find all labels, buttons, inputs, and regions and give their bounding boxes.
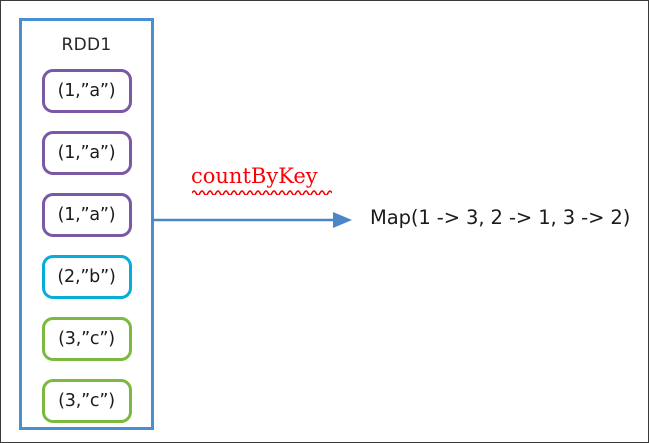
rdd-item-label: (1,”a”) [57, 205, 116, 225]
operation-label: countByKey [191, 164, 318, 188]
rdd1-container: RDD1 (1,”a”) (1,”a”) (1,”a”) (2,”b”) (3,… [19, 18, 154, 430]
rdd1-item-list: (1,”a”) (1,”a”) (1,”a”) (2,”b”) (3,”c”) … [22, 69, 151, 441]
rdd-item-label: (1,”a”) [57, 143, 116, 163]
rdd-item-label: (3,”c”) [58, 329, 115, 349]
rdd-item-label: (1,”a”) [57, 81, 116, 101]
transformation-arrow [151, 212, 352, 228]
rdd-item-label: (2,”b”) [57, 267, 116, 287]
rdd-item-5: (3,”c”) [41, 379, 132, 423]
rdd1-title: RDD1 [61, 35, 112, 55]
result-text: Map(1 -> 3, 2 -> 1, 3 -> 2) [370, 206, 631, 229]
rdd-item-1: (1,”a”) [41, 131, 132, 175]
rdd-item-4: (3,”c”) [41, 317, 132, 361]
rdd-item-0: (1,”a”) [41, 69, 132, 113]
spellcheck-squiggle-icon [192, 190, 332, 195]
rdd-item-3: (2,”b”) [41, 255, 132, 299]
rdd-item-label: (3,”c”) [58, 391, 115, 411]
rdd-item-2: (1,”a”) [41, 193, 132, 237]
